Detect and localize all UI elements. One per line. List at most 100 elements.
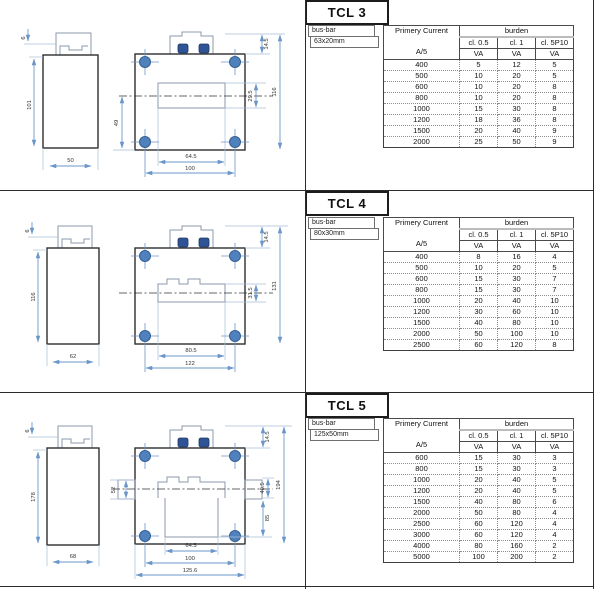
table-cell: 600 [383,273,460,285]
terminal-screw-icon [198,437,210,448]
terminal-screw-icon [198,237,210,248]
table-cell: 600 [383,452,460,464]
class-header: cl. 5P10 [534,228,575,241]
table-cell: 60 [497,306,536,318]
class-header: cl. 1 [497,228,536,241]
table-cell: 20 [459,485,498,497]
table-cell: 80 [497,507,536,519]
tcl4-technical-drawing: 116 6 62 [25,222,288,372]
dim-window-height: 29.5 [248,90,254,101]
dim-lower-window-height: 85 [265,515,271,521]
table-cell: 500 [383,262,460,274]
table-cell: 30 [459,306,498,318]
class-header: cl. 5P10 [534,429,575,442]
busbar-box-tcl4: bus-bar 80x30mm [308,217,379,240]
table-cell: 5 [534,474,575,486]
table-cell: 80 [459,540,498,552]
dim-hole-spacing: 100 [185,556,195,562]
table-cell: 4 [534,518,575,530]
unit-label: VA [459,240,498,252]
unit-label: VA [497,441,536,453]
table-cell: 2000 [383,507,460,519]
table-cell: 80 [497,317,536,329]
table-cell: 16 [497,251,536,263]
unit-label: VA [459,441,498,453]
table-cell: 4 [534,507,575,519]
table-cell: 5 [534,70,575,82]
dim-window-width: 80.5 [185,348,196,354]
unit-label: VA [534,441,575,453]
section-divider-2 [0,392,594,393]
dim-cap-offset: 6 [25,229,31,232]
terminal-screw-icon [177,237,189,248]
panel-divider-vertical [305,0,306,589]
table-cell: 3 [534,452,575,464]
table-cell: 20 [459,474,498,486]
table-cell: 8 [534,339,575,351]
dim-cap-offset: 6 [21,36,27,39]
table-cell: 2000 [383,136,460,148]
table-cell: 40 [497,485,536,497]
ratio-label: A/5 [415,440,428,449]
section-title-label: TCL 4 [327,196,367,211]
dim-side-width: 62 [70,354,76,360]
section-title-label: TCL 3 [327,5,367,20]
table-cell: 4 [534,251,575,263]
table-cell: 9 [534,136,575,148]
table-cell: 1000 [383,295,460,307]
table-cell: 3000 [383,529,460,541]
table-cell: 40 [497,295,536,307]
class-header: cl. 0.5 [459,36,498,49]
mounting-holes [131,243,249,372]
terminal-screw-icon [177,437,189,448]
dim-side-width: 50 [67,158,73,164]
front-view: 52 14.5 194 40.5 85 64.5 100 125.6 [110,425,292,579]
table-cell: 30 [497,452,536,464]
table-cell: 4 [534,529,575,541]
table-cell: 60 [459,518,498,530]
page-bottom-border [0,586,594,587]
ratio-label: A/5 [415,47,428,56]
table-cell: 9 [534,125,575,137]
dim-side-width: 68 [70,554,76,560]
dim-cap-offset: 6 [25,429,31,432]
dim-flange-height: 52 [111,487,117,493]
mounting-holes [131,443,249,567]
terminal-screw-icon [177,43,189,54]
table-cell: 15 [459,452,498,464]
table-cell: 7 [534,284,575,296]
dim-window-width: 64.5 [185,543,196,549]
table-cell: 2 [534,540,575,552]
unit-label: VA [497,48,536,60]
dim-hole-spacing: 122 [185,361,195,367]
table-cell: 500 [383,70,460,82]
primary-current-header: Primery Current [395,419,448,429]
table-cell: 40 [497,125,536,137]
section-title-label: TCL 5 [327,398,367,413]
table-cell: 1200 [383,306,460,318]
front-view: 14.5 116 29.5 49 64.5 100 [113,31,285,177]
dim-terminal-height: 14.5 [265,431,271,442]
table-cell: 120 [497,529,536,541]
table-cell: 800 [383,463,460,475]
table-cell: 1000 [383,103,460,115]
dim-left-offset: 49 [114,120,120,126]
